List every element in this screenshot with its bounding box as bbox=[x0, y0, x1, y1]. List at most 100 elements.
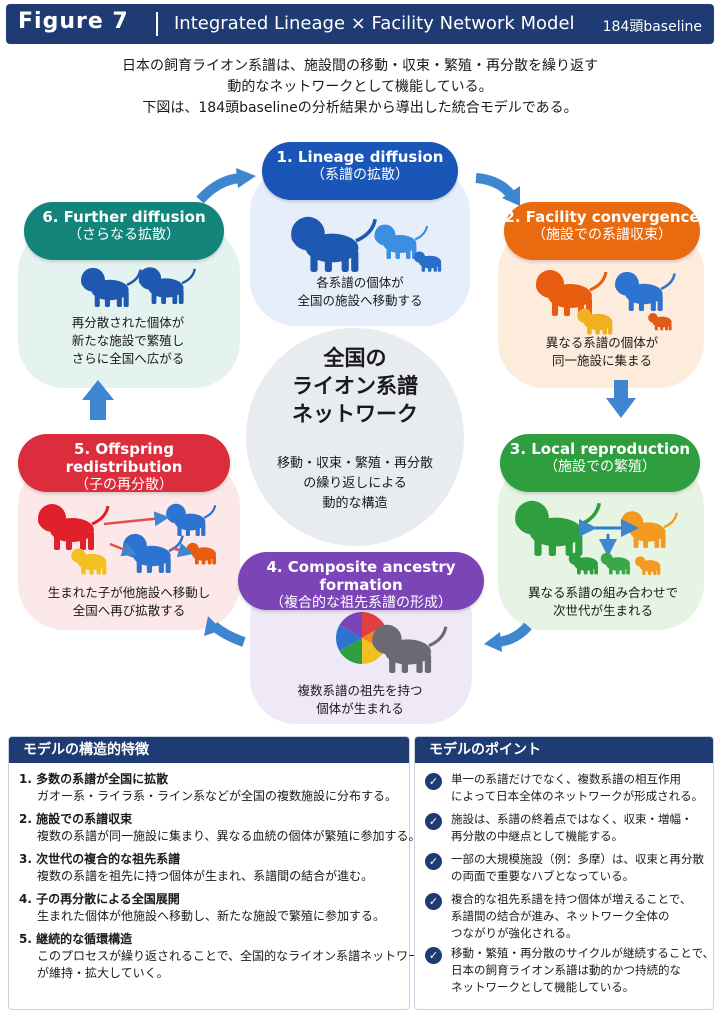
cycle-arrow-4-5 bbox=[204, 616, 246, 647]
cycle-arrow-6-1 bbox=[196, 168, 256, 204]
intro-line: 動的なネットワークとして機能している。 bbox=[227, 79, 493, 95]
stage-6-en: 6. Further diffusion bbox=[42, 208, 206, 226]
feature-heading: 1. 多数の系譜が全国に拡散 bbox=[19, 772, 169, 786]
stage-2-title: 2. Facility convergence （施設での系譜収束） bbox=[504, 202, 700, 260]
baseline-tag: 184頭baseline bbox=[602, 19, 702, 35]
feature-heading: 5. 継続的な循環構造 bbox=[19, 932, 133, 946]
intro-text: 日本の飼育ライオン系譜は、施設間の移動・収束・繁殖・再分散を繰り返す 動的なネッ… bbox=[20, 56, 700, 119]
stage-3-ja: （施設での繁殖） bbox=[544, 459, 656, 475]
lion-icon bbox=[370, 623, 448, 675]
center-title-line: ライオン系譜 bbox=[292, 374, 418, 398]
center-subtitle: 移動・収束・繁殖・再分散 の繰り返しによる 動的な構造 bbox=[246, 454, 464, 514]
lion-icon bbox=[165, 502, 217, 538]
feature-item: 3. 次世代の複合的な祖先系譜 複数の系譜を祖先に持つ個体が生まれ、系譜間の結合… bbox=[19, 851, 373, 885]
stage-4-ja: （複合的な祖先系譜の形成） bbox=[270, 595, 452, 611]
desc-line: 異なる系譜の個体が bbox=[545, 335, 659, 350]
cub-icon bbox=[577, 308, 613, 335]
feature-body: 生まれた個体が他施設へ移動し、新たな施設で繁殖に参加する。 bbox=[37, 909, 386, 923]
features-panel: モデルの構造的特徴 1. 多数の系譜が全国に拡散 ガオー系・ライラ系・ライン系な… bbox=[8, 736, 432, 1010]
intro-line: 日本の飼育ライオン系譜は、施設間の移動・収束・繁殖・再分散を繰り返す bbox=[122, 58, 598, 74]
lion-icon bbox=[534, 268, 608, 318]
stage-6-ja: （さらなる拡散） bbox=[68, 227, 180, 243]
check-icon: ✓ bbox=[425, 947, 442, 964]
cub-icon bbox=[413, 251, 442, 272]
point-line: 系譜間の結合が進み、ネットワーク全体の bbox=[451, 909, 670, 923]
feature-item: 2. 施設での系譜収束 複数の系譜が同一施設に集まり、異なる血統の個体が繁殖に参… bbox=[19, 811, 421, 845]
point-line: 単一の系譜だけでなく、複数系譜の相互作用 bbox=[451, 772, 681, 786]
cycle-arrow-2-3 bbox=[606, 380, 636, 418]
cycle-arrow-5-6 bbox=[82, 380, 114, 420]
point-line: 一部の大規模施設（例：多摩）は、収束と再分散 bbox=[451, 852, 704, 866]
point-line: ネットワークとして機能している。 bbox=[451, 980, 635, 994]
feature-body: 複数の系譜が同一施設に集まり、異なる血統の個体が繁殖に参加する。 bbox=[37, 829, 421, 843]
figure-number: Figure 7 bbox=[18, 9, 129, 34]
lion-icon bbox=[121, 532, 184, 575]
check-icon: ✓ bbox=[425, 893, 442, 910]
check-icon: ✓ bbox=[425, 773, 442, 790]
center-title: 全国の ライオン系譜 ネットワーク bbox=[246, 344, 464, 428]
center-title-line: 全国の bbox=[323, 346, 387, 370]
desc-line: 異なる系譜の組み合わせで bbox=[527, 585, 678, 600]
cub-icon bbox=[71, 548, 107, 575]
desc-line: 個体が生まれる bbox=[316, 701, 404, 716]
point-line: 日本の飼育ライオン系譜は動的かつ持続的な bbox=[451, 963, 681, 977]
features-title: モデルの構造的特徴 bbox=[9, 737, 409, 763]
point-line: 複合的な祖先系譜を持つ個体が増えることで、 bbox=[451, 892, 692, 906]
stage-1-description: 各系譜の個体が 全国の施設へ移動する bbox=[270, 274, 450, 310]
stage-6-title: 6. Further diffusion （さらなる拡散） bbox=[24, 202, 224, 260]
lion-icon bbox=[613, 270, 676, 313]
feature-item: 1. 多数の系譜が全国に拡散 ガオー系・ライラ系・ライン系などが全国の複数施設に… bbox=[19, 771, 397, 805]
lion-icon bbox=[79, 266, 142, 309]
stage-1-title: 1. Lineage diffusion （系譜の拡散） bbox=[262, 142, 458, 200]
center-sub-line: 移動・収束・繁殖・再分散 bbox=[276, 456, 433, 471]
stage-2-description: 異なる系譜の個体が 同一施設に集まる bbox=[510, 334, 694, 370]
feature-body: このプロセスが繰り返されることで、全国的なライオン系譜ネットワーク bbox=[37, 949, 433, 963]
stage-5-ja: （子の再分散） bbox=[75, 477, 173, 493]
feature-item: 5. 継続的な循環構造 このプロセスが繰り返されることで、全国的なライオン系譜ネ… bbox=[19, 931, 432, 982]
desc-line: 生まれた子が他施設へ移動し bbox=[47, 585, 211, 600]
desc-line: 全国の施設へ移動する bbox=[297, 293, 423, 308]
cub-icon bbox=[648, 313, 672, 331]
point-line: つながりが強化される。 bbox=[451, 926, 578, 940]
point-line: 施設は、系譜の終着点ではなく、収束・増幅・ bbox=[451, 812, 693, 826]
feature-heading: 4. 子の再分散による全国展開 bbox=[19, 892, 180, 906]
cub-icon bbox=[568, 552, 598, 575]
stage-2-ja: （施設での系譜収束） bbox=[532, 227, 672, 243]
stage-3-en: 3. Local reproduction bbox=[509, 440, 691, 458]
redistribution-arrows-icon bbox=[103, 511, 194, 558]
stage-4-en: 4. Composite ancestry formation bbox=[266, 558, 456, 594]
stage-5-title: 5. Offspring redistribution （子の再分散） bbox=[18, 434, 230, 493]
stage-3-description: 異なる系譜の組み合わせで 次世代が生まれる bbox=[506, 584, 700, 620]
desc-line: 各系譜の個体が bbox=[316, 275, 404, 290]
header-bar: Figure 7 Integrated Lineage × Facility N… bbox=[6, 4, 714, 44]
cycle-arrow-1-2 bbox=[475, 173, 520, 206]
center-title-line: ネットワーク bbox=[292, 402, 418, 426]
desc-line: 全国へ再び拡散する bbox=[72, 603, 186, 618]
intro-line: 下図は、184頭baselineの分析結果から導出した統合モデルである。 bbox=[142, 100, 578, 116]
desc-line: 再分散された個体が bbox=[71, 315, 185, 330]
desc-line: 新たな施設で繁殖し bbox=[71, 333, 185, 348]
lion-icon bbox=[36, 502, 110, 552]
lion-icon bbox=[619, 510, 678, 550]
feature-body: 複数の系譜を祖先に持つ個体が生まれ、系譜間の結合が進む。 bbox=[37, 869, 374, 883]
stage-4-description: 複数系譜の祖先を持つ 個体が生まれる bbox=[270, 682, 450, 718]
lion-icon bbox=[137, 266, 197, 306]
check-icon: ✓ bbox=[425, 853, 442, 870]
points-panel: モデルのポイント ✓ 単一の系譜だけでなく、複数系譜の相互作用によって日本全体の… bbox=[414, 736, 714, 1010]
center-sub-line: の繰り返しによる bbox=[303, 476, 407, 491]
point-line: 再分散の中継点として機能する。 bbox=[451, 829, 624, 843]
desc-line: さらに全国へ広がる bbox=[71, 351, 185, 366]
feature-heading: 2. 施設での系譜収束 bbox=[19, 812, 133, 826]
stage-1-ja: （系譜の拡散） bbox=[311, 167, 409, 183]
desc-line: 同一施設に集まる bbox=[551, 353, 652, 368]
feature-heading: 3. 次世代の複合的な祖先系譜 bbox=[19, 852, 181, 866]
points-title: モデルのポイント bbox=[415, 737, 713, 763]
desc-line: 次世代が生まれる bbox=[552, 603, 653, 618]
cub-icon bbox=[635, 556, 661, 576]
stage-6-description: 再分散された個体が 新たな施設で繁殖し さらに全国へ広がる bbox=[30, 314, 226, 368]
center-network-circle: 全国の ライオン系譜 ネットワーク 移動・収束・繁殖・再分散 の繰り返しによる … bbox=[246, 328, 464, 546]
feature-body: ガオー系・ライラ系・ライン系などが全国の複数施設に分布する。 bbox=[37, 789, 398, 803]
figure-title: Integrated Lineage × Facility Network Mo… bbox=[174, 13, 575, 34]
cub-icon bbox=[186, 542, 216, 565]
check-icon: ✓ bbox=[425, 813, 442, 830]
